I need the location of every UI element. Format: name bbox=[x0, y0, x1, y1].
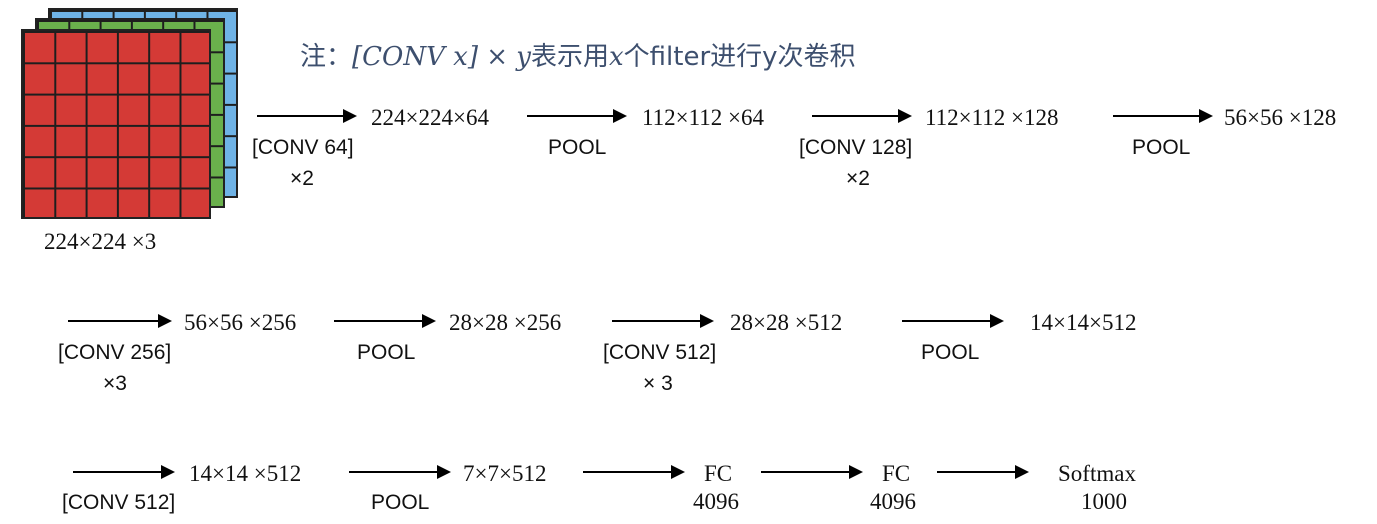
row3-arrow-2 bbox=[349, 465, 451, 479]
row2-pool-label-1: POOL bbox=[357, 342, 415, 363]
fc2-units: 4096 bbox=[870, 490, 916, 513]
row1-pool-label-2: POOL bbox=[1132, 137, 1190, 158]
note-text-2: 个filter进行y次卷积 bbox=[624, 42, 856, 72]
row3-dim-1: 14×14 ×512 bbox=[189, 462, 301, 485]
row2-arrow-3 bbox=[612, 314, 714, 328]
row1-dim-2: 112×112 ×64 bbox=[642, 106, 764, 129]
fc1-units: 4096 bbox=[693, 490, 739, 513]
row3-dim-2: 7×7×512 bbox=[463, 462, 546, 485]
row1-arrow-1 bbox=[257, 109, 357, 123]
row2-arrow-2 bbox=[334, 314, 436, 328]
row1-arrow-4 bbox=[1113, 109, 1213, 123]
row1-arrow-2 bbox=[527, 109, 627, 123]
row1-conv-label: [CONV 64] bbox=[252, 137, 354, 158]
row3-conv-label: [CONV 512] bbox=[62, 492, 175, 513]
row2-dim-3: 28×28 ×512 bbox=[730, 311, 842, 334]
row2-arrow-4 bbox=[902, 314, 1004, 328]
row2-conv-mult-2: × 3 bbox=[643, 373, 673, 394]
row1-conv-mult-2: ×2 bbox=[846, 168, 870, 189]
row1-dim-1: 224×224×64 bbox=[371, 106, 489, 129]
fc1-label: FC bbox=[704, 462, 732, 485]
row3-arrow-3 bbox=[583, 465, 685, 479]
note-formula: [CONV x] × y bbox=[352, 42, 531, 72]
row1-conv-mult: ×2 bbox=[290, 168, 314, 189]
input-dimension-label: 224×224 ×3 bbox=[44, 230, 156, 253]
red-channel bbox=[21, 29, 211, 219]
row2-conv-mult: ×3 bbox=[103, 373, 127, 394]
row3-pool-label: POOL bbox=[371, 492, 429, 513]
row2-conv-label-2: [CONV 512] bbox=[603, 342, 716, 363]
row2-dim-2: 28×28 ×256 bbox=[449, 311, 561, 334]
row1-dim-4: 56×56 ×128 bbox=[1224, 106, 1336, 129]
row2-arrow-1 bbox=[68, 314, 172, 328]
row3-arrow-5 bbox=[937, 465, 1029, 479]
row2-dim-4: 14×14×512 bbox=[1030, 311, 1136, 334]
row1-dim-3: 112×112 ×128 bbox=[925, 106, 1059, 129]
row3-arrow-1 bbox=[73, 465, 175, 479]
row1-conv-label-2: [CONV 128] bbox=[799, 137, 912, 158]
row2-conv-label: [CONV 256] bbox=[58, 342, 171, 363]
softmax-label: Softmax bbox=[1058, 462, 1136, 485]
fc2-label: FC bbox=[882, 462, 910, 485]
row3-arrow-4 bbox=[761, 465, 863, 479]
row1-pool-label-1: POOL bbox=[548, 137, 606, 158]
row2-dim-1: 56×56 ×256 bbox=[184, 311, 296, 334]
softmax-units: 1000 bbox=[1081, 490, 1127, 513]
row1-arrow-3 bbox=[812, 109, 912, 123]
note-text-1: 表示用 bbox=[531, 42, 609, 72]
notation-note: 注：[CONV x] × y表示用x个filter进行y次卷积 bbox=[300, 44, 856, 70]
note-var-x: x bbox=[609, 42, 624, 72]
note-prefix: 注： bbox=[300, 42, 352, 72]
row2-pool-label-2: POOL bbox=[921, 342, 979, 363]
